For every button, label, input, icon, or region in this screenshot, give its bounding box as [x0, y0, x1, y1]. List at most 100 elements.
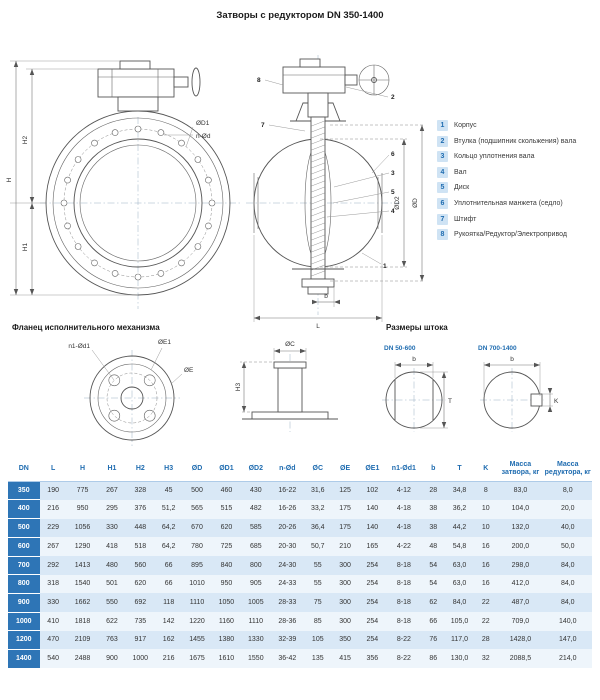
value-cell: 38: [421, 499, 445, 519]
value-cell: 254: [358, 556, 387, 575]
value-cell: 1330: [241, 630, 271, 650]
value-cell: 300: [331, 593, 359, 613]
value-cell: 1675: [182, 649, 212, 669]
value-cell: 8-18: [386, 593, 422, 613]
value-cell: 117,0: [444, 630, 475, 650]
value-cell: 8-18: [386, 574, 422, 594]
legend-number-badge: 3: [437, 151, 448, 163]
dim-label-C: ØC: [285, 341, 295, 348]
value-cell: 64,2: [155, 518, 183, 538]
value-cell: 147,0: [543, 630, 592, 650]
value-cell: 620: [125, 574, 155, 594]
value-cell: 448: [125, 518, 155, 538]
value-cell: 254: [358, 574, 387, 594]
valve-front-view: H H2 H1 ØD1 n-Ød: [6, 60, 240, 309]
col-header: K: [474, 458, 498, 482]
value-cell: 135: [304, 649, 332, 669]
value-cell: 418: [98, 537, 126, 557]
dn-cell: 400: [8, 499, 40, 520]
value-cell: 36-42: [270, 649, 305, 669]
legend-number-badge: 7: [437, 213, 448, 225]
dim-label-stem-b2: b: [510, 356, 514, 363]
flange-bolt-holes: [60, 125, 216, 281]
value-cell: 16: [474, 556, 498, 575]
handwheel-icon: [358, 64, 390, 96]
value-cell: 950: [66, 499, 99, 519]
dn-cell: 1200: [8, 630, 40, 650]
col-header: n-Ød: [270, 458, 305, 482]
col-header: H3: [155, 458, 183, 482]
callout-5: 5: [391, 189, 395, 196]
value-cell: 36,2: [444, 499, 475, 519]
value-cell: 16: [474, 574, 498, 594]
callout-8: 8: [257, 77, 261, 84]
value-cell: 105,0: [444, 612, 475, 631]
stem-sizes-drawing: Размеры штока DN 50-600 b T DN 700-1400: [382, 323, 559, 432]
value-cell: 300: [331, 556, 359, 575]
value-cell: 104,0: [497, 499, 544, 519]
value-cell: 330: [98, 518, 126, 538]
value-cell: 76: [421, 630, 445, 650]
value-cell: 8-18: [386, 556, 422, 575]
value-cell: 895: [182, 556, 212, 575]
value-cell: 40,0: [543, 518, 592, 538]
value-cell: 200,0: [497, 537, 544, 557]
value-cell: 20-26: [270, 518, 305, 538]
value-cell: 63,0: [444, 556, 475, 575]
legend-number-badge: 8: [437, 229, 448, 241]
legend-label: Корпус: [454, 122, 477, 129]
value-cell: 10: [474, 518, 498, 538]
value-cell: 1220: [182, 612, 212, 631]
value-cell: 501: [98, 574, 126, 594]
value-cell: 62: [421, 593, 445, 613]
value-cell: 560: [125, 556, 155, 575]
value-cell: 85: [304, 612, 332, 631]
value-cell: 4-22: [386, 537, 422, 557]
value-cell: 54: [421, 556, 445, 575]
col-header: n1-Ød1: [386, 458, 422, 482]
dn-cell: 1000: [8, 612, 40, 632]
value-cell: 34,8: [444, 481, 475, 500]
value-cell: 8-22: [386, 649, 422, 669]
dn-cell: 1400: [8, 649, 40, 669]
section-callouts: 2 8 7 6 3 5 4 1: [257, 77, 395, 270]
value-cell: 254: [358, 612, 387, 631]
dn-cell: 900: [8, 593, 40, 613]
value-cell: 38: [421, 518, 445, 538]
dim-label-stem-b1: b: [412, 356, 416, 363]
value-cell: 4-12: [386, 481, 422, 500]
value-cell: 214,0: [543, 649, 592, 669]
dn-cell: 500: [8, 518, 40, 538]
value-cell: 1662: [66, 593, 99, 613]
dn-cell: 700: [8, 556, 40, 576]
legend-label: Уплотнительная манжета (седло): [454, 199, 563, 207]
dim-label-D1: ØD1: [196, 120, 210, 127]
value-cell: 22: [474, 593, 498, 613]
value-cell: 51,2: [155, 499, 183, 519]
col-header: Масса затвора, кг: [497, 458, 544, 482]
callout-2: 2: [391, 94, 395, 101]
value-cell: 20,0: [543, 499, 592, 519]
value-cell: 565: [182, 499, 212, 519]
col-header: DN: [8, 458, 40, 482]
value-cell: 1428,0: [497, 630, 544, 650]
value-cell: 292: [39, 556, 67, 575]
value-cell: 44,2: [444, 518, 475, 538]
value-cell: 1380: [211, 630, 242, 650]
value-cell: 267: [39, 537, 67, 557]
stem-variant1-label: DN 50-600: [384, 345, 416, 352]
value-cell: 32: [474, 649, 498, 669]
dim-label-b: b: [324, 293, 328, 300]
value-cell: 1010: [182, 574, 212, 594]
value-cell: 487,0: [497, 593, 544, 613]
col-header: H1: [98, 458, 126, 482]
value-cell: 130,0: [444, 649, 475, 669]
col-header: ØD2: [241, 458, 271, 482]
value-cell: 900: [98, 649, 126, 669]
